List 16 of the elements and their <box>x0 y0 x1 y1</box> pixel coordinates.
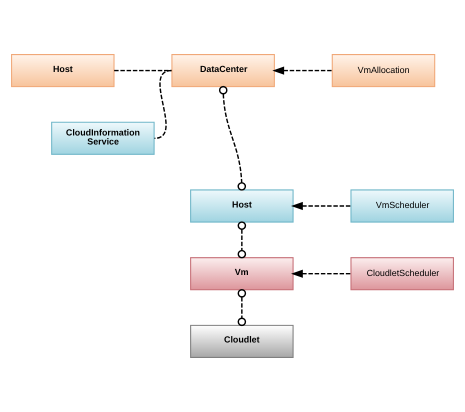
node-box: Vm <box>190 257 294 290</box>
connector <box>218 86 246 191</box>
node-box: CloudletScheduler <box>350 257 454 290</box>
node-box: CloudInformation Service <box>51 122 155 155</box>
node-box: Host <box>190 189 294 223</box>
connector <box>154 70 172 139</box>
connector <box>238 289 246 326</box>
arrow <box>272 66 332 75</box>
node-box: VmScheduler <box>350 189 454 223</box>
arrow <box>291 202 351 210</box>
arrow <box>291 270 351 278</box>
node-box: Cloudlet <box>190 324 294 358</box>
connector <box>238 221 246 258</box>
node-box: VmAllocation <box>332 54 436 88</box>
node-box: DataCenter <box>171 54 275 88</box>
node-box: Host <box>11 54 115 88</box>
